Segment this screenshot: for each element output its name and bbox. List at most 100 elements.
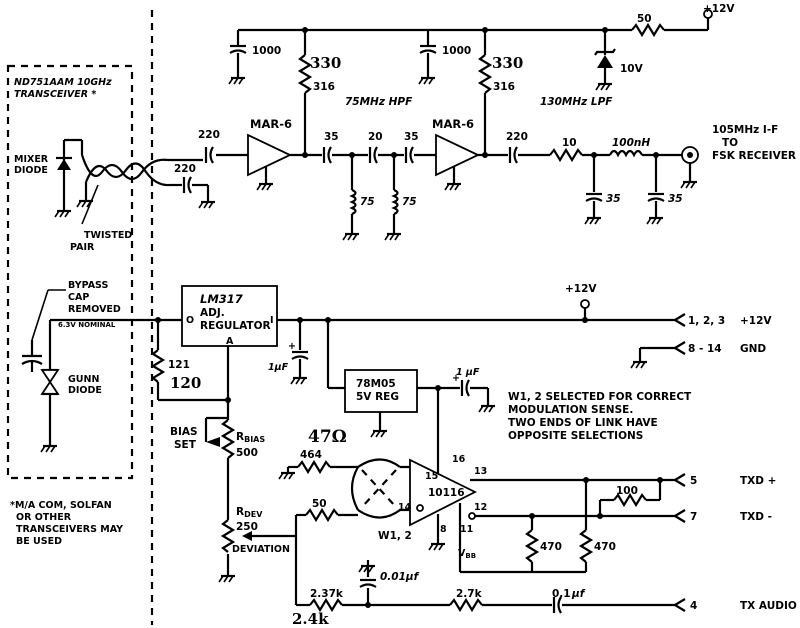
rbias-label: RBIAS: [236, 431, 265, 444]
rdev-value: 250: [236, 521, 258, 533]
mixer-diode-label-2: DIODE: [14, 165, 48, 176]
bypass-cap-label-2: CAP: [68, 292, 89, 303]
gunn-diode-label-2: DIODE: [68, 385, 102, 396]
resistor-value-2: 316: [493, 81, 515, 93]
resistor-r316-b: [477, 54, 493, 94]
inductor-l75: [349, 188, 357, 216]
cap-value-8: 220: [506, 131, 528, 143]
capacitor-c35-b: [404, 145, 415, 165]
capacitor-c20: [368, 145, 379, 165]
pin-label-3: A: [226, 336, 234, 347]
jumper-w12[interactable]: [350, 458, 401, 519]
ic-pin-6: 8: [440, 524, 447, 535]
bypass-cap-label: BYPASS: [68, 280, 108, 291]
handwritten-note-3: 120: [170, 374, 201, 392]
resistor-value-5: 121: [168, 359, 190, 371]
capacitor-1uf-b: [460, 378, 471, 398]
capacitor-c1000: [228, 44, 248, 55]
note-line-3: TWO ENDS OF LINK HAVE: [508, 417, 658, 429]
cap-value-10: 35: [668, 193, 683, 205]
potentiometer-rdev: [220, 519, 236, 553]
inductor-value-3: 100nH: [612, 137, 650, 149]
inductor-l75-b: [391, 188, 399, 216]
cap-value-13: 0.01μf: [380, 571, 420, 583]
twisted-pair-label: TWISTED: [84, 230, 132, 241]
resistor-value-10: 470: [594, 541, 616, 553]
amplifier-label: MAR-6: [250, 117, 292, 131]
resistor-value-12: 2.7k: [456, 588, 483, 600]
regulator-lm317: [181, 285, 278, 347]
gunn-diode-label: GUNN: [68, 374, 99, 385]
mixer-diode: [53, 138, 84, 219]
ic-pin-7: 11: [460, 524, 473, 535]
rbias-value: 500: [236, 447, 258, 459]
capacitor-1uf: [290, 350, 310, 361]
if-output-label-3: FSK RECEIVER: [712, 150, 796, 162]
cap-unit: μf: [571, 588, 586, 600]
footnote-line-4: BE USED: [16, 536, 62, 547]
resistor-value: 316: [313, 81, 335, 93]
ic-pin: 15: [425, 471, 438, 482]
resistor-r10: [549, 147, 583, 163]
cap-value-7: 1000: [442, 45, 471, 57]
inductor-l100: [609, 149, 643, 158]
amplifier-mar6: [247, 133, 293, 177]
resistor-r27k: [449, 597, 483, 613]
connector-pins-gnd: [674, 341, 686, 355]
amplifier-label-2: MAR-6: [432, 117, 474, 131]
connector-txd-minus: [674, 509, 686, 523]
transceiver-box: [6, 64, 134, 480]
resistor-value-7: 50: [312, 498, 327, 510]
lpf-label: 130MHz LPF: [540, 96, 613, 108]
potentiometer-rbias: [220, 419, 236, 459]
cap-value-2: 220: [174, 163, 196, 175]
pins-label: 1, 2, 3: [688, 315, 725, 327]
if-output-label-2: TO: [722, 137, 738, 149]
ic-pin-2: 14: [398, 502, 412, 513]
ic-label: 10116: [428, 487, 465, 499]
cap-value-3: 1000: [252, 45, 281, 57]
nominal-voltage-label: 6.3V NOMINAL: [58, 321, 116, 329]
cap-value-14: 0.1: [552, 588, 571, 600]
capacitor-c220-out: [508, 145, 519, 165]
bias-set-label: BIAS: [170, 426, 198, 438]
connector-txd-plus: [674, 473, 686, 487]
inductor-value: 75: [360, 196, 375, 208]
resistor-r470: [524, 529, 540, 563]
supply-terminal-2: [580, 299, 590, 309]
cap-value-5: 20: [368, 131, 383, 143]
line-receiver-10116: [409, 458, 478, 527]
resistor-value-8: 100: [616, 485, 638, 497]
capacitor-c001: [358, 578, 378, 589]
if-output-label: 105MHz I-F: [712, 124, 778, 136]
gnd-pins-label: 8 - 14: [688, 343, 722, 355]
connector-tx-audio: [674, 598, 686, 612]
resistor-r50-b: [305, 507, 339, 523]
twisted-pair-label-2: PAIR: [70, 242, 95, 253]
bias-set-label-2: SET: [174, 439, 197, 451]
mixer-diode-label: MIXER: [14, 154, 49, 165]
resistor-r237k: [309, 597, 343, 613]
handwritten-note-2: 330: [492, 54, 523, 72]
resistor-value-9: 470: [540, 541, 562, 553]
resistor-r121: [150, 349, 166, 383]
transceiver-title: ND751AAM 10GHz: [14, 77, 112, 88]
capacitor-c1000-b: [418, 44, 438, 55]
tx-audio-pin: 4: [690, 600, 697, 612]
ic-pin-5: 12: [474, 502, 487, 513]
pin-label: O: [186, 315, 194, 326]
ic-pin-4: 13: [474, 466, 487, 477]
regulator-5v-label-2: 5V REG: [356, 391, 399, 403]
inductor-value-2: 75: [402, 196, 417, 208]
polarity-mark-2: +: [452, 373, 460, 384]
transceiver-title-2: TRANSCEIVER *: [14, 89, 96, 100]
capacitor-c35-d: [646, 192, 666, 203]
footnote-line: *M/A COM, SOLFAN: [10, 500, 112, 511]
txd-minus-label: TXD -: [740, 511, 772, 523]
bypass-capacitor: [21, 340, 43, 372]
rdev-label: RDEV: [236, 506, 263, 519]
resistor-r50: [631, 22, 665, 38]
regulator-label: LM317: [200, 292, 243, 306]
deviation-label: DEVIATION: [232, 544, 290, 555]
